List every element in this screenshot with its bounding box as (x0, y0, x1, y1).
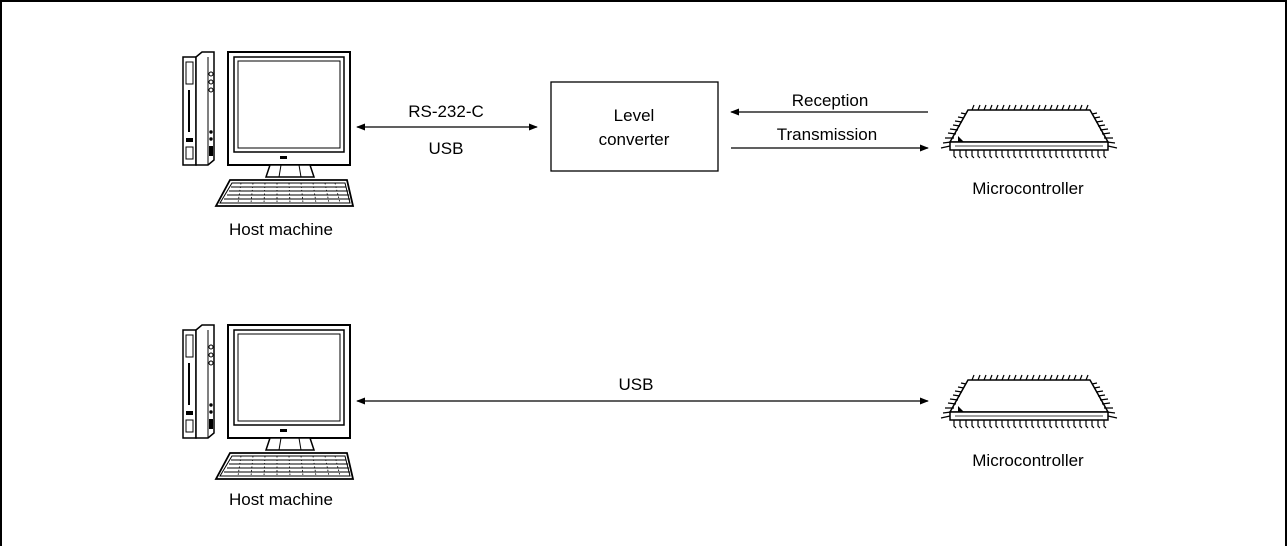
link-label-rs232c: RS-232-C (408, 102, 484, 121)
link-label-usb-top: USB (429, 139, 464, 158)
reception-label: Reception (792, 91, 869, 110)
mcu-label-top: Microcontroller (972, 179, 1084, 198)
host-label-top: Host machine (229, 220, 333, 239)
converter-label-line1: Level (614, 106, 655, 125)
microcontroller-chip-icon (940, 104, 1118, 159)
host-machine-icon (182, 324, 354, 480)
mcu-label-bottom: Microcontroller (972, 451, 1084, 470)
host-machine-icon (182, 51, 354, 207)
transmission-label: Transmission (777, 125, 877, 144)
level-converter-box (550, 81, 719, 172)
link-label-usb-bottom: USB (619, 375, 654, 394)
converter-label-line2: converter (599, 130, 670, 149)
host-label-bottom: Host machine (229, 490, 333, 509)
microcontroller-chip-icon (940, 374, 1118, 429)
